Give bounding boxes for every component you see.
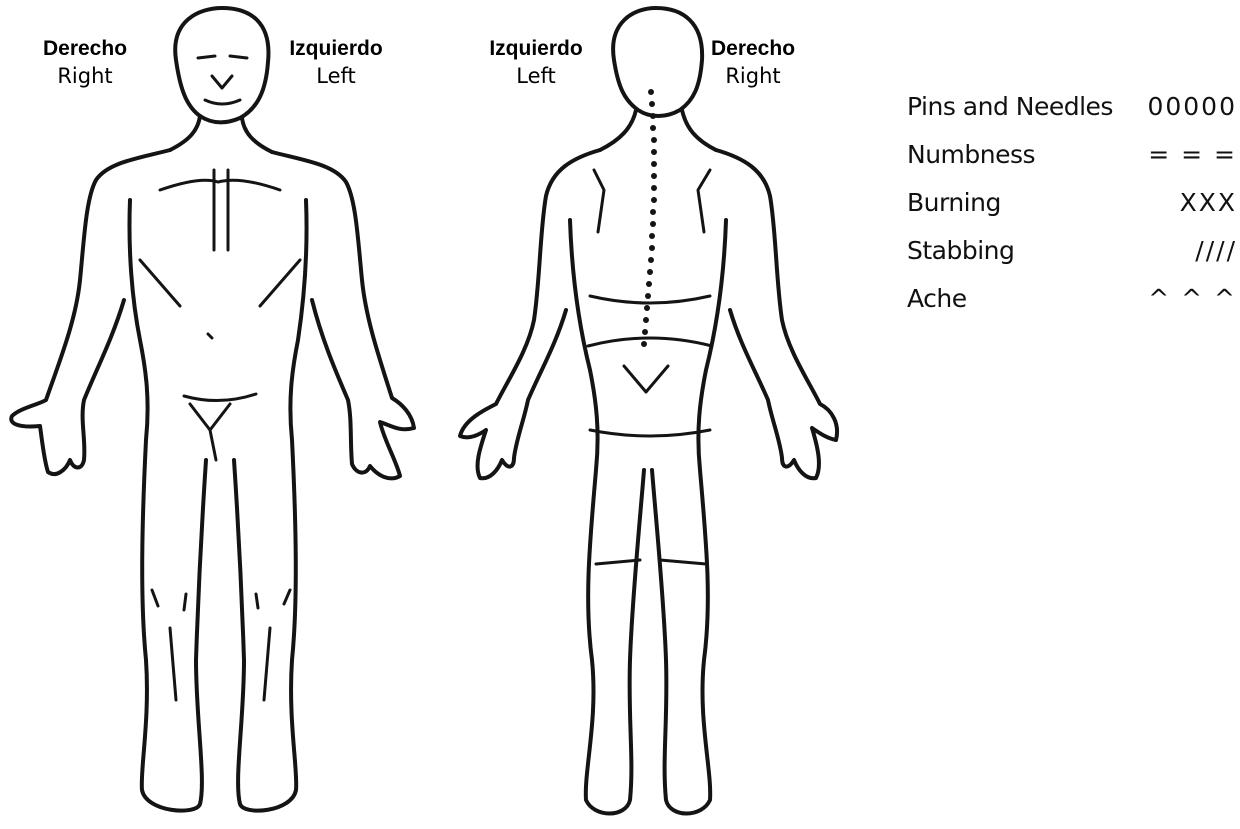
front-left-label: Izquierdo Left	[276, 36, 396, 90]
legend-row-pins-needles: Pins and Needles 00000	[907, 92, 1237, 140]
legend-symbol: ^ ^ ^	[1147, 284, 1237, 313]
front-right-en: Right	[30, 62, 140, 90]
legend-name: Numbness	[907, 140, 1035, 169]
legend-symbol: = = =	[1147, 140, 1237, 169]
legend-name: Stabbing	[907, 236, 1014, 265]
legend-row-stabbing: Stabbing ////	[907, 236, 1237, 284]
legend-symbol: ////	[1147, 236, 1237, 265]
front-right-label: Derecho Right	[30, 36, 140, 90]
legend-name: Pins and Needles	[907, 92, 1113, 121]
back-body-figure	[460, 8, 837, 814]
front-left-en: Left	[276, 62, 396, 90]
legend-name: Burning	[907, 188, 1001, 217]
symptom-legend: Pins and Needles 00000 Numbness = = = Bu…	[907, 92, 1237, 332]
front-body-figure	[11, 8, 414, 811]
front-right-es: Derecho	[30, 36, 140, 62]
legend-row-numbness: Numbness = = =	[907, 140, 1237, 188]
back-right-es: Derecho	[698, 36, 808, 62]
front-left-es: Izquierdo	[276, 36, 396, 62]
legend-symbol: XXX	[1147, 188, 1237, 217]
back-left-es: Izquierdo	[474, 36, 598, 62]
legend-symbol: 00000	[1147, 92, 1237, 121]
back-right-en: Right	[698, 62, 808, 90]
back-left-label: Izquierdo Left	[474, 36, 598, 90]
legend-name: Ache	[907, 284, 967, 313]
legend-row-ache: Ache ^ ^ ^	[907, 284, 1237, 332]
legend-row-burning: Burning XXX	[907, 188, 1237, 236]
back-right-label: Derecho Right	[698, 36, 808, 90]
back-left-en: Left	[474, 62, 598, 90]
spine-dots	[641, 89, 657, 347]
